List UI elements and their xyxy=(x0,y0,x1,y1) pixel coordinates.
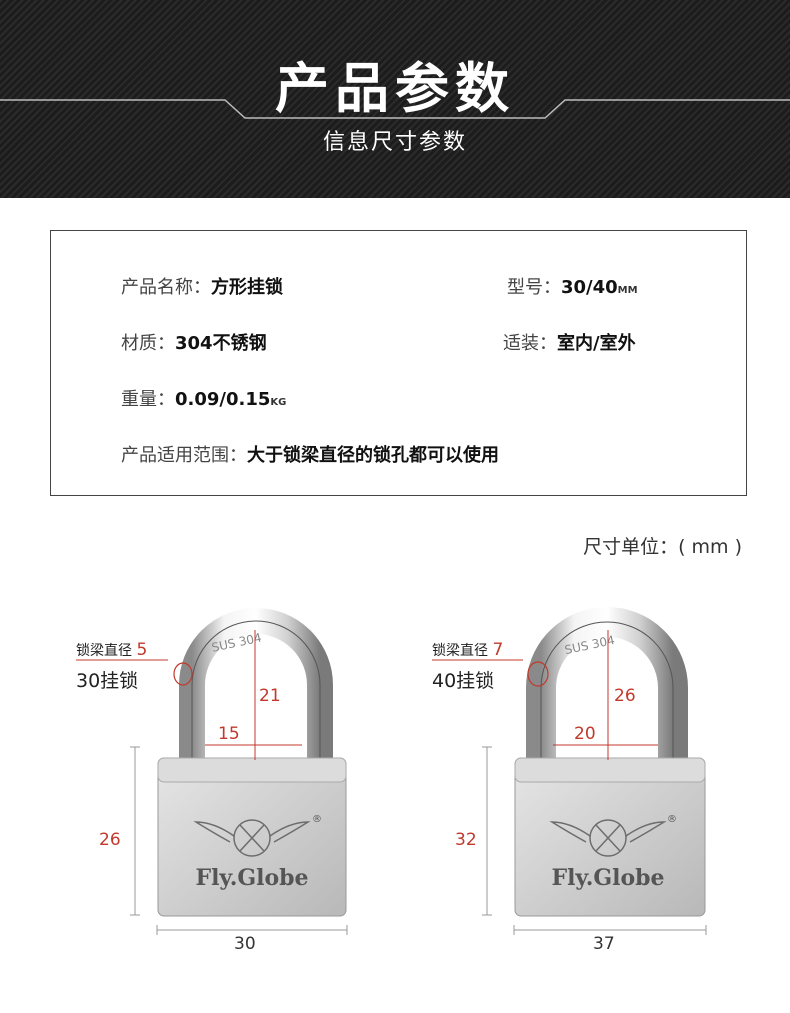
spec-name: 产品名称：方形挂锁 xyxy=(121,273,283,299)
lock-30-callout: 锁梁直径 5 xyxy=(76,640,147,660)
spec-material-label: 材质： xyxy=(121,333,175,354)
lock-30-callout-label: 锁梁直径 xyxy=(76,643,132,659)
header-banner: 产品参数 信息尺寸参数 xyxy=(0,0,790,198)
spec-scope: 产品适用范围：大于锁梁直径的锁孔都可以使用 xyxy=(121,441,499,467)
lock-40-illustration: SUS 304 Fly.Globe ® xyxy=(432,607,707,935)
unit-note: 尺寸单位：( mm ) xyxy=(583,536,742,558)
spec-install-label: 适装： xyxy=(503,333,557,354)
spec-scope-label: 产品适用范围： xyxy=(121,445,247,466)
lock-40-body-height: 32 xyxy=(455,830,477,850)
spec-name-label: 产品名称： xyxy=(121,277,211,298)
svg-text:®: ® xyxy=(312,814,322,825)
spec-box: 产品名称：方形挂锁 型号：30/40MM 材质：304不锈钢 适装：室内/室外 … xyxy=(50,230,747,496)
spec-model: 型号：30/40MM xyxy=(507,273,638,299)
lock-30-illustration: SUS 304 Fly.Globe ® xyxy=(76,608,348,935)
header-decoration xyxy=(0,99,790,119)
spec-material: 材质：304不锈钢 xyxy=(121,329,267,355)
lock-40-wings-logo xyxy=(549,819,667,857)
lock-30: SUS 304 Fly.Globe ® 锁梁直径 5 30挂锁 21 15 26… xyxy=(0,560,395,980)
spec-install: 适装：室内/室外 xyxy=(503,329,636,355)
lock-40-model-name: 40挂锁 xyxy=(432,670,495,692)
spec-material-value: 304不锈钢 xyxy=(175,333,267,354)
lock-30-shackle-width: 15 xyxy=(218,724,240,744)
lock-30-model-name: 30挂锁 xyxy=(76,670,139,692)
lock-40-callout: 锁梁直径 7 xyxy=(432,640,503,660)
lock-30-body-width: 30 xyxy=(234,934,256,954)
lock-40-body-width: 37 xyxy=(593,934,615,954)
page-title: 产品参数 xyxy=(275,57,515,120)
svg-text:®: ® xyxy=(667,814,677,825)
spec-scope-value: 大于锁梁直径的锁孔都可以使用 xyxy=(247,445,499,466)
lock-40-brand: Fly.Globe xyxy=(551,865,664,891)
lock-30-body-height: 26 xyxy=(99,830,121,850)
lock-30-wings-logo xyxy=(193,819,311,857)
page-subtitle: 信息尺寸参数 xyxy=(322,130,467,155)
spec-model-unit: MM xyxy=(617,285,638,296)
spec-model-label: 型号： xyxy=(507,277,561,298)
spec-install-value: 室内/室外 xyxy=(557,333,636,354)
spec-weight-label: 重量： xyxy=(121,389,175,410)
lock-30-brand: Fly.Globe xyxy=(195,865,308,891)
spec-weight-unit: KG xyxy=(270,397,287,408)
spec-name-value: 方形挂锁 xyxy=(211,277,283,298)
lock-40-callout-label: 锁梁直径 xyxy=(432,643,488,659)
lock-40-shackle-diameter: 7 xyxy=(492,640,504,660)
spec-weight-value: 0.09/0.15 xyxy=(175,389,271,410)
lock-30-shackle-diameter: 5 xyxy=(136,640,148,660)
spec-model-value: 30/40 xyxy=(561,277,618,298)
lock-40: SUS 304 Fly.Globe ® 锁梁直径 7 40挂锁 26 20 32… xyxy=(395,560,790,980)
lock-40-shackle-width: 20 xyxy=(574,724,596,744)
lock-40-shackle-height: 26 xyxy=(614,686,636,706)
lock-30-shackle-height: 21 xyxy=(259,686,281,706)
spec-weight: 重量：0.09/0.15KG xyxy=(121,385,286,411)
